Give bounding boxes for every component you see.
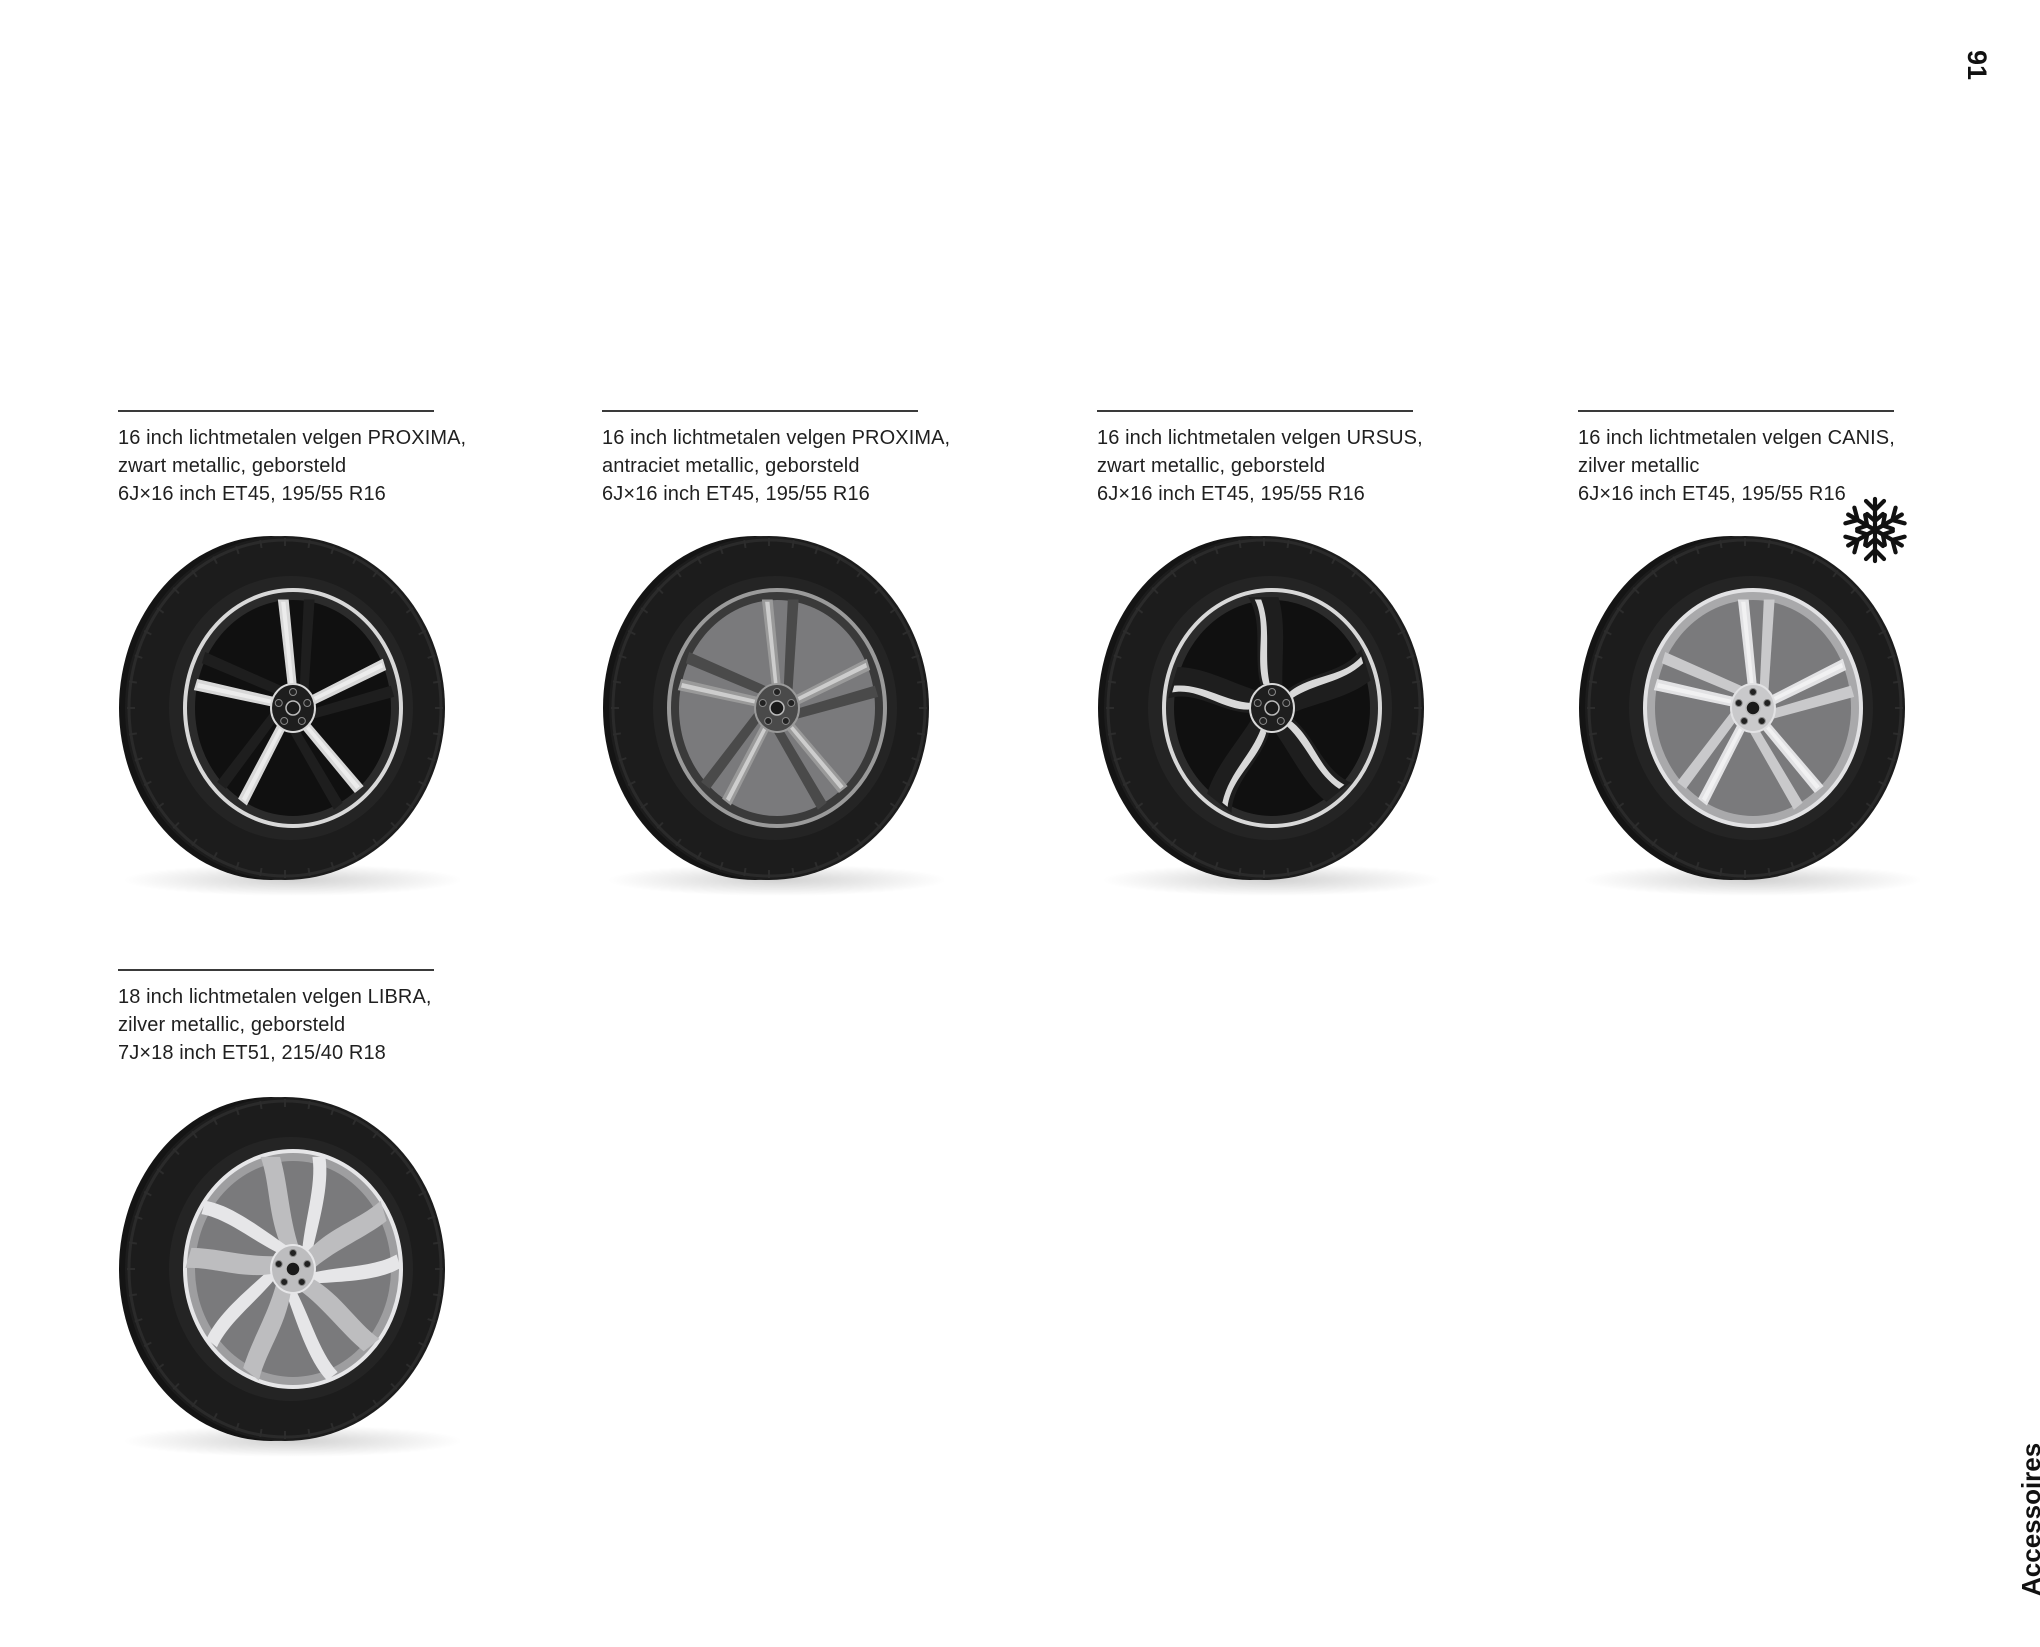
product-description: 16 inch lichtmetalen velgen PROXIMA, zwa… <box>118 424 558 508</box>
product-canis-silver: 16 inch lichtmetalen velgen CANIS, zilve… <box>1578 410 2018 896</box>
wheel-image <box>1098 536 1439 896</box>
section-label: Accessoires <box>2016 1442 2040 1596</box>
product-ursus-black: 16 inch lichtmetalen velgen URSUS, zwart… <box>1097 410 1537 896</box>
product-finish: zwart metallic, geborsteld <box>1097 455 1326 477</box>
product-description: 18 inch lichtmetalen velgen LIBRA, zilve… <box>118 983 558 1067</box>
product-description: 16 inch lichtmetalen velgen PROXIMA, ant… <box>602 424 1042 508</box>
product-spec: 6J×16 inch ET45, 195/55 R16 <box>118 483 386 505</box>
wheel-image <box>603 536 944 896</box>
divider <box>118 410 434 412</box>
wheel-image <box>119 1097 460 1457</box>
snowflake-icon <box>1840 496 1910 565</box>
product-finish: zwart metallic, geborsteld <box>118 455 347 477</box>
product-description: 16 inch lichtmetalen velgen URSUS, zwart… <box>1097 424 1537 508</box>
product-libra-silver: 18 inch lichtmetalen velgen LIBRA, zilve… <box>118 969 558 1457</box>
product-finish: zilver metallic, geborsteld <box>118 1014 346 1036</box>
divider <box>118 969 434 971</box>
product-title: 18 inch lichtmetalen velgen LIBRA, <box>118 986 432 1008</box>
product-spec: 6J×16 inch ET45, 195/55 R16 <box>1097 483 1365 505</box>
product-spec: 7J×18 inch ET51, 215/40 R18 <box>118 1042 386 1064</box>
wheel-image <box>1579 536 1920 896</box>
divider <box>1578 410 1894 412</box>
product-title: 16 inch lichtmetalen velgen URSUS, <box>1097 427 1423 449</box>
product-title: 16 inch lichtmetalen velgen PROXIMA, <box>118 427 467 449</box>
product-title: 16 inch lichtmetalen velgen CANIS, <box>1578 427 1895 449</box>
product-finish: antraciet metallic, geborsteld <box>602 455 860 477</box>
page-number: 91 <box>1962 50 1992 81</box>
product-proxima-anthracite: 16 inch lichtmetalen velgen PROXIMA, ant… <box>602 410 1042 896</box>
product-finish: zilver metallic <box>1578 455 1700 477</box>
product-spec: 6J×16 inch ET45, 195/55 R16 <box>602 483 870 505</box>
product-title: 16 inch lichtmetalen velgen PROXIMA, <box>602 427 951 449</box>
product-proxima-black: 16 inch lichtmetalen velgen PROXIMA, zwa… <box>118 410 558 896</box>
product-spec: 6J×16 inch ET45, 195/55 R16 <box>1578 483 1846 505</box>
product-description: 16 inch lichtmetalen velgen CANIS, zilve… <box>1578 424 2018 508</box>
divider <box>602 410 918 412</box>
wheel-image <box>119 536 460 896</box>
divider <box>1097 410 1413 412</box>
